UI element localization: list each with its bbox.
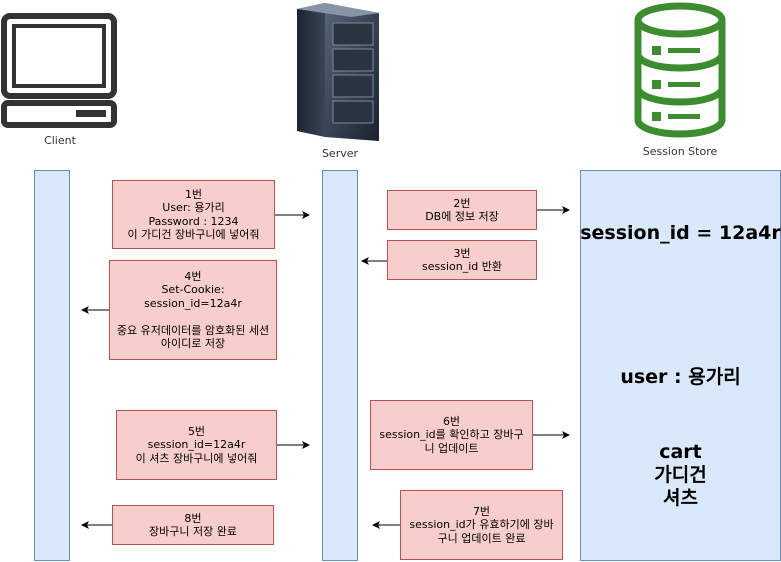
message-7: 7번 session_id가 유효하기에 장바 구니 업데이트 완료	[400, 490, 563, 560]
session-store-lifeline	[580, 170, 781, 561]
message-3: 3번 session_id 반환	[387, 240, 537, 280]
client-lifeline	[34, 170, 70, 561]
database-icon	[634, 2, 726, 138]
server-rack-icon	[297, 3, 379, 141]
message-5: 5번 session_id=12a4r 이 셔츠 장바구니에 넣어줘	[116, 410, 277, 480]
client-label: Client	[44, 134, 76, 147]
server-label: Server	[321, 147, 359, 160]
store-cart: cart 가디건 셔츠	[654, 441, 707, 509]
server-lifeline	[322, 170, 358, 561]
store-session-id: session_id = 12a4r	[580, 222, 781, 244]
store-label: Session Store	[642, 145, 718, 158]
message-1: 1번 User: 용가리 Password : 1234 이 가디건 장바구니에…	[112, 180, 275, 249]
monitor-icon	[1, 13, 117, 128]
message-8: 8번 장바구니 저장 완료	[112, 505, 274, 545]
message-2: 2번 DB에 정보 저장	[387, 190, 537, 230]
store-user: user : 용가리	[620, 366, 741, 388]
message-4: 4번 Set-Cookie: session_id=12a4r 중요 유저데이터…	[109, 260, 277, 360]
message-6: 6번 session_id를 확인하고 장바구 니 업데이트	[370, 400, 533, 470]
